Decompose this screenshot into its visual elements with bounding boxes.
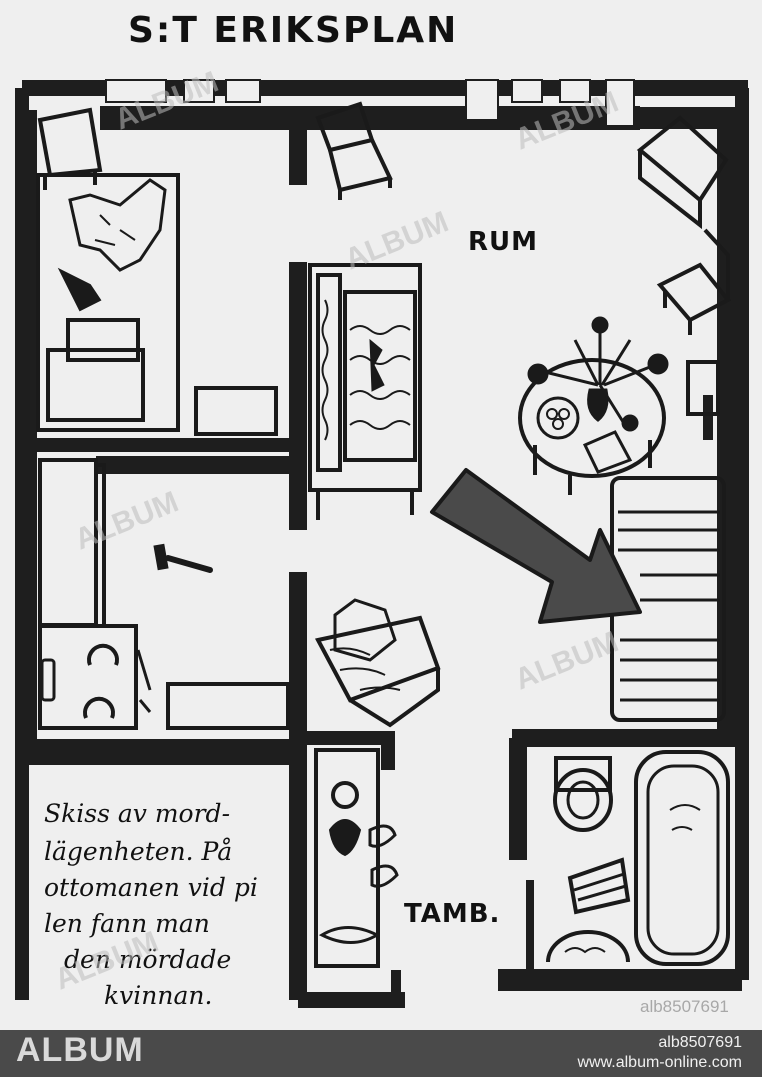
caption-line: lägenheten. På — [44, 837, 232, 866]
label-hall: TAMB. — [404, 899, 500, 929]
label-main-room: RUM — [468, 227, 538, 257]
counter-shape — [166, 682, 290, 730]
footer-image-id: alb8507691 — [658, 1034, 742, 1051]
coat-rack-icon — [314, 748, 399, 968]
chair-icon — [37, 107, 103, 190]
toilet-icon — [553, 756, 613, 832]
stove-icon — [38, 624, 152, 730]
caption-line: len fann man — [44, 909, 210, 938]
footer-url[interactable]: www.album-online.com — [577, 1054, 742, 1071]
bed-icon — [36, 173, 180, 432]
floor-plan-sketch: S:T ERIKSPLAN — [0, 0, 762, 1030]
sofa-icon — [308, 263, 422, 520]
armchair-icon — [314, 598, 441, 728]
cabinet-shape — [686, 360, 720, 416]
ottoman-icon — [610, 476, 726, 722]
caption-line: kvinnan. — [104, 981, 212, 1010]
walls — [15, 80, 749, 1008]
caption-line: ottomanen vid pi — [44, 873, 258, 902]
footer-bar: ALBUM alb8507691 www.album-online.com — [0, 1030, 762, 1077]
plan-title: S:T ERIKSPLAN — [128, 10, 458, 51]
chair-icon — [315, 101, 393, 200]
desk-icon — [636, 115, 729, 230]
chair-icon — [656, 228, 732, 335]
stool-shape — [194, 386, 278, 436]
footer-logo[interactable]: ALBUM — [16, 1031, 144, 1069]
image-ref-id: alb8507691 — [640, 997, 729, 1016]
bathtub-icon — [634, 750, 730, 966]
caption-block: Skiss av mord- lägenheten. På ottomanen … — [44, 799, 258, 1010]
arrow-icon — [430, 468, 642, 624]
caption-line: den mördade — [64, 945, 231, 974]
caption-line: Skiss av mord- — [44, 799, 230, 828]
table-icon — [518, 358, 666, 495]
hammer-icon — [153, 543, 213, 573]
flower-vase-icon — [527, 316, 669, 432]
windows — [105, 79, 635, 127]
washbasin-icon — [546, 857, 631, 963]
